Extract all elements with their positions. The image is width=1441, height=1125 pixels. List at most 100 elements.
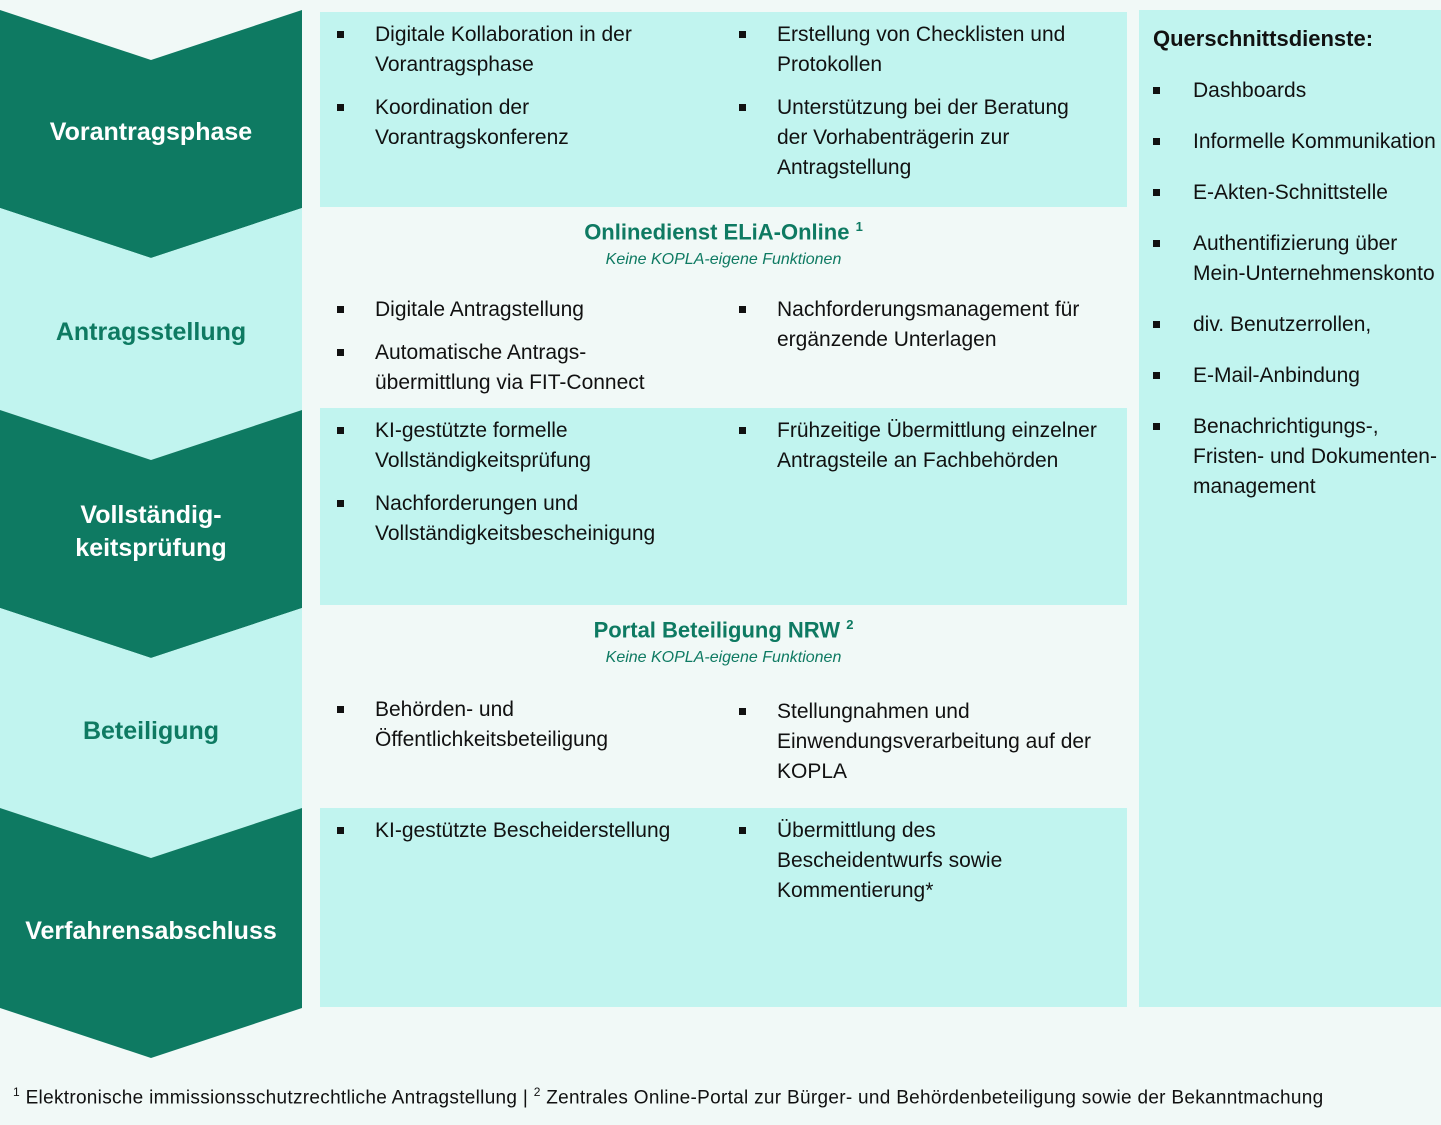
right-column: Erstellung von Checklisten und Protokoll… [739, 20, 1099, 196]
cross-service-item: E-Akten-Schnittstelle [1153, 178, 1438, 208]
footnote-1: Elektronische immissionsschutzrechtliche… [25, 1087, 529, 1109]
left-column: KI-gestützte Bescheiderstellung [337, 816, 697, 859]
bullet-icon [337, 827, 344, 834]
item-text: Automatische Antrags-übermittlung via FI… [375, 341, 645, 394]
service-subtitle: Keine KOPLA-eigene Funktionen [605, 251, 842, 269]
list-item: Behörden- und Öffentlichkeitsbeteiligung [337, 695, 697, 755]
bullet-icon [337, 104, 344, 111]
list-item: Unterstützung bei der Beratung der Vorha… [739, 93, 1099, 183]
item-text: KI-gestützte formelle Vollständigkeitspr… [375, 419, 591, 472]
item-text: Stellungnahmen und Einwendungsverarbeitu… [777, 700, 1092, 783]
bullet-icon [337, 500, 344, 507]
cross-service-item: Informelle Kommunikation [1153, 127, 1438, 157]
footnote-marker-1: 1 [13, 1085, 20, 1099]
item-text: Unterstützung bei der Beratung der Vorha… [777, 96, 1069, 179]
list-item: KI-gestützte formelle Vollständigkeitspr… [337, 416, 697, 476]
phase-chevron [0, 608, 302, 858]
service-footnote-marker: 2 [846, 617, 854, 632]
service-name: Onlinedienst ELiA-Online [584, 219, 850, 245]
item-text: Digitale Kollaboration in der Vorantrags… [375, 23, 632, 76]
list-item: Digitale Kollaboration in der Vorantrags… [337, 20, 697, 80]
phase-chevrons [0, 10, 302, 1058]
service-title: Portal Beteiligung NRW 2 [320, 617, 1127, 643]
item-text: KI-gestützte Bescheiderstellung [375, 819, 671, 842]
bullet-icon [1153, 240, 1160, 247]
list-item: Nachforderungen und Vollständigkeitsbesc… [337, 489, 697, 549]
list-item: Nachforderungsmanagement für ergänzende … [739, 295, 1099, 355]
bullet-icon [1153, 189, 1160, 196]
footnote-marker-2: 2 [533, 1085, 541, 1099]
item-text: Benachrichtigungs-, Fristen- und Dokumen… [1193, 415, 1437, 498]
bullet-icon [1153, 423, 1160, 430]
list-item: Frühzeitige Übermittlung einzelner Antra… [739, 416, 1099, 476]
function-panel: KI-gestützte formelle Vollständigkeitspr… [320, 408, 1127, 605]
phase-label: Vorantragsphase [49, 117, 253, 146]
item-text: Übermittlung des Bescheidentwurfs sowie … [777, 819, 1003, 902]
bullet-icon [739, 708, 746, 715]
list-item: Erstellung von Checklisten und Protokoll… [739, 20, 1099, 80]
right-column: Nachforderungsmanagement für ergänzende … [739, 295, 1099, 368]
footnote: 1 Elektronische immissionsschutzrechtlic… [13, 1085, 1323, 1109]
right-column: Übermittlung des Bescheidentwurfs sowie … [739, 816, 1099, 919]
bullet-icon [1153, 87, 1160, 94]
function-panel: Onlinedienst ELiA-Online 1 Keine KOPLA-ei… [320, 207, 1127, 408]
service-name: Portal Beteiligung NRW [593, 617, 841, 643]
function-panel: KI-gestützte Bescheiderstellung Übermittl… [320, 808, 1127, 1007]
bullet-icon [739, 827, 746, 834]
function-panel: Digitale Kollaboration in der Vorantrags… [320, 12, 1127, 207]
phase-label: Vollständig-keitsprüfung [75, 501, 227, 562]
bullet-icon [337, 706, 344, 713]
list-item: Stellungnahmen und Einwendungsverarbeitu… [739, 697, 1099, 787]
bullet-icon [1153, 372, 1160, 379]
bullet-icon [1153, 138, 1160, 145]
list-item: Automatische Antrags-übermittlung via FI… [337, 338, 697, 398]
bullet-icon [337, 306, 344, 313]
phase-chevron [0, 10, 302, 258]
service-header: Onlinedienst ELiA-Online 1 Keine KOPLA-ei… [320, 219, 1127, 269]
cross-service-item: E-Mail-Anbindung [1153, 361, 1438, 391]
item-text: Behörden- und Öffentlichkeitsbeteiligung [375, 698, 609, 751]
item-text: Authentifizierung über Mein-Unternehmens… [1193, 232, 1435, 285]
item-text: div. Benutzerrollen, [1193, 313, 1372, 336]
item-text: Informelle Kommunikation [1193, 130, 1436, 153]
item-text: Koordination der Vorantragskonferenz [375, 96, 569, 149]
item-text: Dashboards [1193, 79, 1307, 102]
footnote-2: Zentrales Online-Portal zur Bürger- und … [546, 1087, 1324, 1109]
bullet-icon [739, 104, 746, 111]
item-text: E-Akten-Schnittstelle [1193, 181, 1388, 204]
left-column: Digitale Kollaboration in der Vorantrags… [337, 20, 697, 166]
list-item: KI-gestützte Bescheiderstellung [337, 816, 697, 846]
list-item: Digitale Antragstellung [337, 295, 697, 325]
phase-chevron [0, 808, 302, 1058]
item-text: Frühzeitige Übermittlung einzelner Antra… [777, 419, 1097, 472]
cross-service-item: div. Benutzerrollen, [1153, 310, 1438, 340]
phase-label: Beteiligung [82, 716, 220, 745]
cross-service-item: Dashboards [1153, 76, 1438, 106]
item-text: Nachforderungen und Vollständigkeitsbesc… [375, 492, 656, 545]
phase-chevron [0, 410, 302, 658]
right-column: Stellungnahmen und Einwendungsverarbeitu… [739, 697, 1099, 800]
left-column: KI-gestützte formelle Vollständigkeitspr… [337, 416, 697, 562]
right-column: Frühzeitige Übermittlung einzelner Antra… [739, 416, 1099, 489]
left-column: Behörden- und Öffentlichkeitsbeteiligung [337, 695, 697, 768]
item-text: Nachforderungsmanagement für ergänzende … [777, 298, 1080, 351]
bullet-icon [337, 31, 344, 38]
item-text: E-Mail-Anbindung [1193, 364, 1360, 387]
service-title: Onlinedienst ELiA-Online 1 [320, 219, 1127, 245]
phase-label: Antragsstellung [55, 317, 247, 346]
cross-service-item: Authentifizierung über Mein-Unternehmens… [1153, 229, 1438, 289]
phase-chevron [0, 208, 302, 460]
bullet-icon [337, 349, 344, 356]
bullet-icon [739, 306, 746, 313]
bullet-icon [739, 427, 746, 434]
bullet-icon [739, 31, 746, 38]
item-text: Digitale Antragstellung [375, 298, 584, 321]
cross-services-title: Querschnittsdienste: [1153, 26, 1374, 51]
list-item: Koordination der Vorantragskonferenz [337, 93, 697, 153]
cross-service-item: Benachrichtigungs-, Fristen- und Dokumen… [1153, 412, 1438, 502]
service-subtitle: Keine KOPLA-eigene Funktionen [605, 649, 842, 667]
